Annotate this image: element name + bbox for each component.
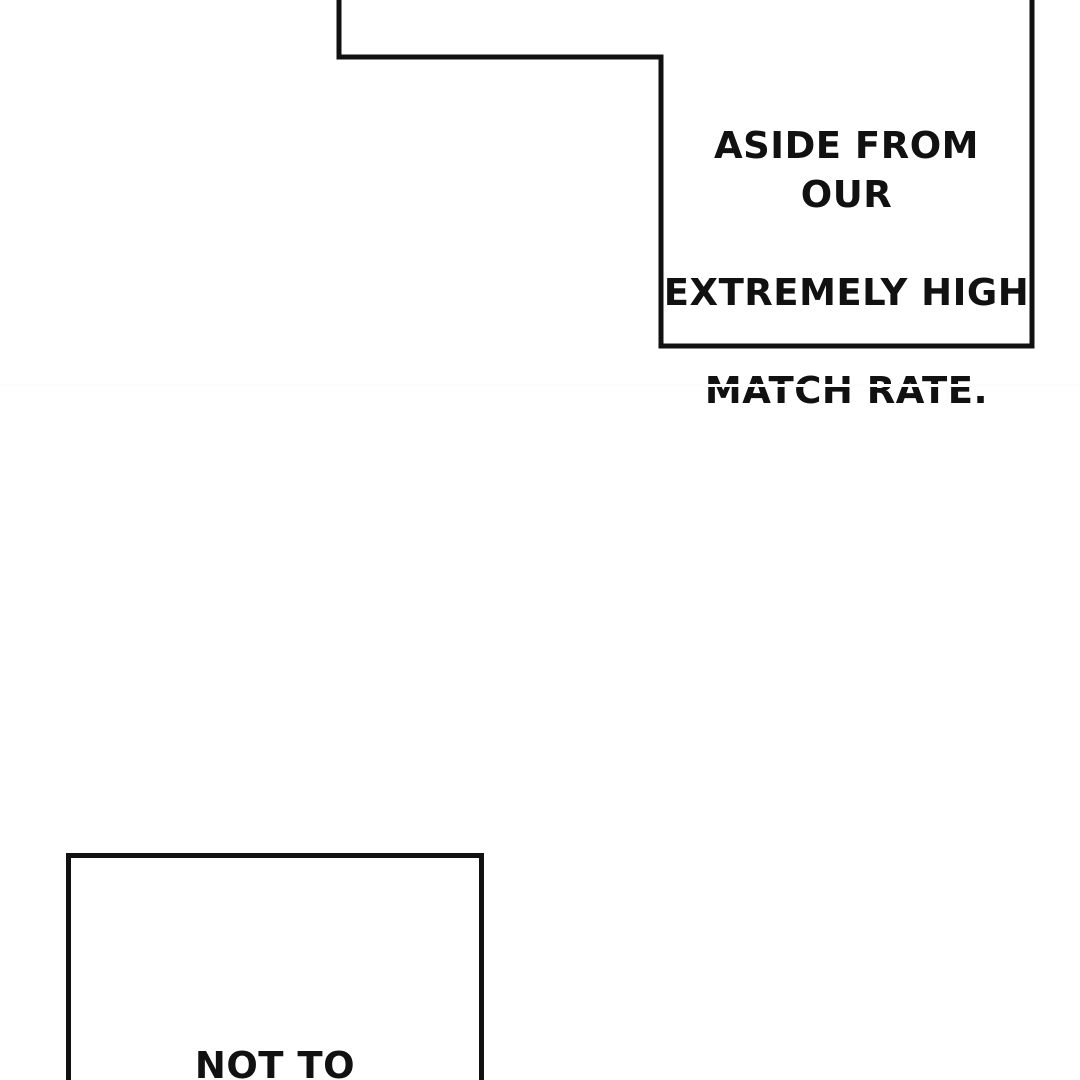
panel-upper-fill xyxy=(339,0,1032,346)
dialogue-upper-line-1: ASIDE FROM OUR xyxy=(714,124,979,216)
panel-upper-outline xyxy=(336,0,1035,349)
panel-lower-border xyxy=(66,853,484,1080)
dialogue-text-upper: ASIDE FROM OUR EXTREMELY HIGH MATCH RATE… xyxy=(663,72,1030,464)
dialogue-upper-line-2: EXTREMELY HIGH xyxy=(663,271,1030,314)
panel-upper-border xyxy=(336,0,1035,349)
dialogue-lower-line-1: NOT TO xyxy=(194,1044,356,1080)
dialogue-upper-line-3: MATCH RATE. xyxy=(704,369,989,412)
dialogue-text-lower: NOT TO MENTION xyxy=(70,992,480,1080)
